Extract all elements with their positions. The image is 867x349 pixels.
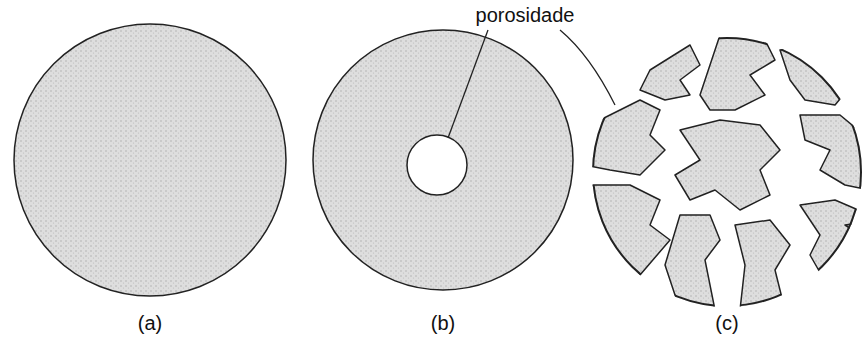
leader-line [448, 30, 615, 138]
figure-label: (b) [431, 312, 455, 334]
figure-label: (c) [715, 312, 738, 334]
particle-closed-pore [313, 30, 573, 290]
particle-outline [593, 38, 861, 306]
particle-open-pores [580, 30, 867, 310]
solid-particle [14, 24, 286, 296]
figure-label: (a) [138, 312, 162, 334]
callout-label: porosidade [476, 4, 575, 26]
